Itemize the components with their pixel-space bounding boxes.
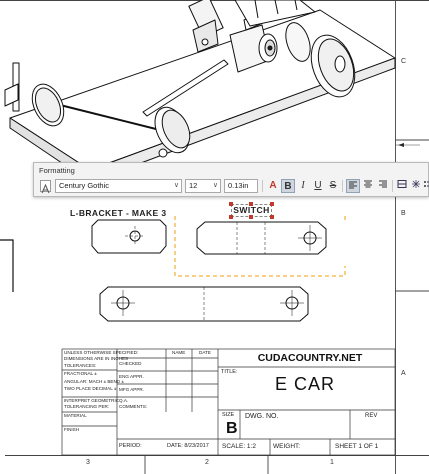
toolbar-separator bbox=[392, 180, 393, 192]
font-size-select[interactable]: 12 ∨ bbox=[185, 179, 221, 193]
tol-line4: FRACTIONAL ± bbox=[64, 371, 97, 376]
tol-line8: TOLERANCING PER: bbox=[64, 404, 110, 409]
bold-button[interactable]: B bbox=[281, 179, 295, 193]
tol-line6: TWO PLACE DECIMAL ± bbox=[64, 386, 117, 391]
company-name: CUDACOUNTRY.NET bbox=[257, 352, 363, 364]
name-header: NAME bbox=[172, 350, 186, 355]
align-right-button[interactable] bbox=[376, 179, 390, 193]
zone-label-c: C bbox=[401, 58, 407, 65]
drawing-title: E CAR bbox=[274, 374, 335, 394]
view-selection-box bbox=[174, 216, 346, 277]
align-center-icon bbox=[364, 180, 372, 188]
line-height-value: 0.13in bbox=[228, 181, 249, 190]
frame-icon bbox=[397, 180, 407, 188]
size-label: SIZE bbox=[222, 412, 235, 418]
zone-label-3: 3 bbox=[86, 459, 90, 466]
selection-handle-bm[interactable] bbox=[249, 215, 253, 219]
symbol-button[interactable] bbox=[409, 179, 423, 193]
tol-line3: TOLERANCES: bbox=[64, 363, 97, 368]
bullet-list-icon bbox=[424, 181, 429, 187]
chevron-down-icon: ∨ bbox=[212, 182, 218, 189]
align-right-icon bbox=[379, 180, 387, 188]
toolbar-separator bbox=[262, 180, 263, 192]
align-left-icon bbox=[349, 181, 357, 189]
chevron-down-icon: ∨ bbox=[173, 182, 179, 189]
checked-label: CHECKED bbox=[119, 361, 142, 366]
zone-label-a: A bbox=[401, 370, 406, 377]
tol-line7: INTERPRET GEOMETRIC bbox=[64, 398, 120, 403]
font-color-icon: A bbox=[269, 180, 277, 191]
formatting-toolbar-row: Century Gothic ∨ 12 ∨ 0.13in A B I U S bbox=[34, 178, 429, 195]
tol-line1: UNLESS OTHERWISE SPECIFIED: bbox=[64, 350, 139, 355]
strikethrough-button[interactable]: S bbox=[326, 179, 340, 193]
scale-label: SCALE: 1:2 bbox=[222, 443, 256, 450]
zone-label-2: 2 bbox=[205, 459, 209, 466]
sheet-label: SHEET 1 OF 1 bbox=[335, 443, 379, 450]
underline-button[interactable]: U bbox=[311, 179, 325, 193]
qa-label: Q.A. bbox=[119, 398, 129, 403]
selection-handle-tm[interactable] bbox=[249, 202, 253, 206]
formatting-toolbar-title: Formatting bbox=[39, 166, 75, 175]
formatting-toolbar: Formatting Century Gothic ∨ 12 ∨ 0.13in … bbox=[33, 162, 429, 197]
font-size-value: 12 bbox=[189, 181, 198, 190]
cut-line-left bbox=[0, 239, 14, 292]
weight-label: WEIGHT: bbox=[273, 443, 301, 450]
line-height-input[interactable]: 0.13in bbox=[224, 179, 258, 193]
align-center-button[interactable] bbox=[361, 179, 375, 193]
italic-icon: I bbox=[301, 180, 305, 191]
font-type-icon[interactable] bbox=[40, 180, 51, 194]
date-value: DATE: 8/23/2017 bbox=[167, 443, 209, 449]
period-label: PERIOD: bbox=[119, 443, 142, 449]
grid-symbol-icon bbox=[412, 180, 420, 188]
italic-button[interactable]: I bbox=[296, 179, 310, 193]
underline-icon: U bbox=[314, 180, 322, 191]
toolbar-separator bbox=[342, 180, 343, 192]
car-isometric-view bbox=[4, 0, 396, 183]
finish-label: FINISH bbox=[64, 427, 80, 432]
mfg-appr-label: MFG APPR. bbox=[119, 387, 145, 392]
comments-label: COMMENTS: bbox=[119, 404, 148, 409]
l-bracket-view-medium bbox=[196, 221, 327, 255]
selection-handle-tr[interactable] bbox=[270, 202, 274, 206]
selection-handle-tl[interactable] bbox=[229, 202, 233, 206]
dwg-no-label: DWG. NO. bbox=[245, 413, 279, 420]
date-header: DATE bbox=[199, 350, 211, 355]
bold-icon: B bbox=[284, 181, 292, 192]
font-name-select[interactable]: Century Gothic ∨ bbox=[55, 179, 182, 193]
font-a-icon bbox=[41, 183, 50, 194]
tol-line5: ANGULAR: MACH ± BEND ± bbox=[64, 379, 124, 384]
strikethrough-icon: S bbox=[329, 180, 337, 191]
title-label: TITLE: bbox=[221, 369, 238, 375]
align-left-button[interactable] bbox=[346, 179, 360, 193]
selection-handle-br[interactable] bbox=[270, 215, 274, 219]
zone-label-b: B bbox=[401, 210, 406, 217]
rev-label: REV bbox=[365, 413, 378, 419]
font-name-value: Century Gothic bbox=[59, 181, 110, 190]
eng-appr-label: ENG APPR. bbox=[119, 374, 144, 379]
zone-label-1: 1 bbox=[330, 459, 334, 466]
title-block-grid bbox=[61, 348, 396, 456]
bracket-view-long bbox=[99, 286, 309, 322]
frame-button[interactable] bbox=[395, 179, 409, 193]
bullet-list-button[interactable] bbox=[423, 179, 429, 193]
font-color-button[interactable]: A bbox=[266, 179, 280, 193]
tol-line2: DIMENSIONS ARE IN INCHES bbox=[64, 356, 129, 361]
l-bracket-view-small bbox=[91, 219, 167, 254]
material-label: MATERIAL bbox=[64, 413, 87, 418]
size-value: B bbox=[226, 420, 238, 437]
selection-handle-bl[interactable] bbox=[229, 215, 233, 219]
view-label-l-bracket[interactable]: L-BRACKET - MAKE 3 bbox=[70, 208, 167, 218]
